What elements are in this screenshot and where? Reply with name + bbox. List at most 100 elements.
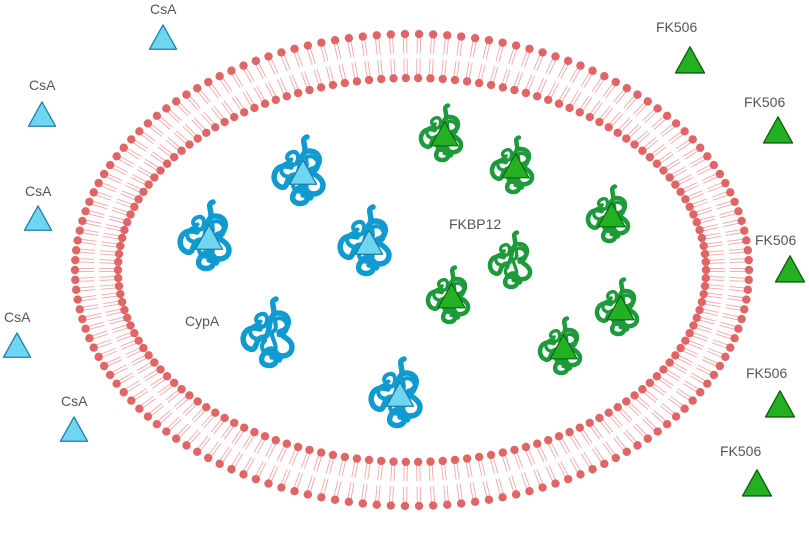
lipid-head-inner — [462, 77, 472, 86]
lipid-head-inner — [700, 281, 710, 291]
lipid-head-outer — [511, 41, 521, 50]
lipid-head-inner — [316, 83, 326, 92]
csa-label: CsA — [29, 77, 56, 93]
lipid-head-inner — [139, 343, 148, 353]
lipid-head-outer — [740, 305, 749, 314]
lipid-head-inner — [486, 80, 496, 90]
lipid-head-inner — [565, 427, 574, 437]
lipid-head-inner — [676, 343, 685, 353]
lipid-head-outer — [742, 236, 751, 245]
lipid-head-inner — [340, 452, 350, 462]
lipid-head-inner — [450, 455, 460, 465]
lipid-head-outer — [737, 216, 746, 226]
lipid-head-inner — [305, 445, 314, 455]
lipid-head-outer — [709, 160, 719, 170]
lipid-head-outer — [671, 119, 681, 128]
lipid-head-outer — [633, 441, 642, 450]
fk506-label: FK506 — [744, 94, 785, 110]
lipid-head-inner — [554, 432, 564, 441]
lipid-head-outer — [730, 197, 739, 206]
lipid-head-inner — [595, 413, 604, 423]
lipid-head-outer — [251, 474, 261, 484]
lipid-head-inner — [450, 75, 460, 85]
fk506-bound-triangle — [437, 283, 466, 309]
lipid-head-outer — [227, 465, 236, 474]
fkbp12-protein — [428, 267, 478, 325]
lipid-head-inner — [340, 78, 350, 88]
lipid-head-inner — [177, 146, 186, 155]
lipid-head-outer — [277, 48, 286, 57]
lipid-head-outer — [703, 379, 712, 388]
lipid-head-outer — [215, 459, 224, 468]
lipid-head-inner — [665, 358, 674, 367]
lipid-head-inner — [532, 92, 542, 101]
lipid-head-outer — [127, 396, 136, 405]
lipid-head-inner — [117, 297, 127, 307]
lipid-head-outer — [588, 465, 597, 474]
lipid-head-inner — [638, 146, 647, 155]
lipid-head-inner — [544, 95, 553, 105]
lipid-head-outer — [112, 379, 121, 388]
lipid-head-inner — [117, 233, 127, 243]
lipid-head-inner — [169, 152, 179, 162]
lipid-head-inner — [638, 385, 647, 394]
lipid-head-inner — [120, 305, 129, 315]
cypa-protein — [371, 359, 429, 427]
lipid-head-outer — [81, 324, 90, 333]
lipid-head-outer — [119, 388, 128, 397]
csa-triangle — [27, 101, 57, 127]
csa-triangle — [148, 24, 178, 50]
lipid-head-outer — [182, 441, 191, 450]
lipid-head-inner — [604, 408, 613, 417]
lipid-head-inner — [260, 99, 270, 108]
fk506-triangle — [674, 46, 706, 74]
lipid-head-inner — [498, 83, 508, 92]
lipid-head-inner — [177, 385, 186, 394]
lipid-head-outer — [740, 226, 749, 235]
fk506-bound-triangle — [597, 202, 626, 228]
csa-bound-triangle — [288, 159, 318, 185]
lipid-head-inner — [438, 456, 447, 466]
lipid-head-outer — [344, 497, 354, 507]
lipid-head-inner — [220, 413, 229, 423]
lipid-head-outer — [457, 32, 466, 41]
lipid-head-inner — [211, 408, 220, 417]
lipid-head-inner — [211, 123, 220, 132]
lipid-head-outer — [135, 404, 144, 413]
lipid-head-inner — [510, 445, 519, 455]
cypa-protein — [180, 202, 238, 270]
lipid-head-inner — [544, 435, 553, 445]
lipid-head-outer — [696, 388, 705, 397]
lipid-head-inner — [134, 195, 143, 204]
lipid-head-inner — [130, 202, 139, 212]
lipid-head-inner — [401, 73, 411, 83]
lipid-head-outer — [744, 265, 754, 275]
lipid-head-outer — [182, 90, 191, 99]
lipid-head-inner — [123, 313, 132, 322]
csa-bound-triangle — [194, 224, 224, 250]
lipid-head-outer — [643, 97, 652, 106]
lipid-head-outer — [498, 38, 507, 47]
lipid-head-outer — [443, 500, 452, 509]
lipid-head-inner — [250, 103, 259, 113]
lipid-head-inner — [474, 452, 484, 462]
fk506-triangle — [762, 116, 794, 144]
lipid-head-outer — [538, 483, 547, 492]
lipid-head-inner — [185, 140, 194, 149]
lipid-head-inner — [681, 336, 690, 345]
lipid-head-outer — [75, 226, 84, 235]
lipid-head-outer — [75, 305, 84, 314]
lipid-head-inner — [701, 257, 710, 267]
lipid-head-outer — [71, 275, 80, 285]
lipid-head-outer — [143, 412, 153, 421]
lipid-head-outer — [135, 127, 144, 136]
lipid-head-inner — [364, 75, 374, 85]
lipid-head-inner — [438, 74, 447, 84]
lipid-head-inner — [116, 241, 125, 251]
lipid-head-inner — [328, 450, 338, 460]
lipid-head-outer — [89, 343, 98, 352]
lipid-head-outer — [81, 207, 90, 216]
lipid-head-outer — [743, 246, 753, 255]
lipid-head-outer — [525, 44, 534, 54]
lipid-head-outer — [662, 420, 672, 429]
